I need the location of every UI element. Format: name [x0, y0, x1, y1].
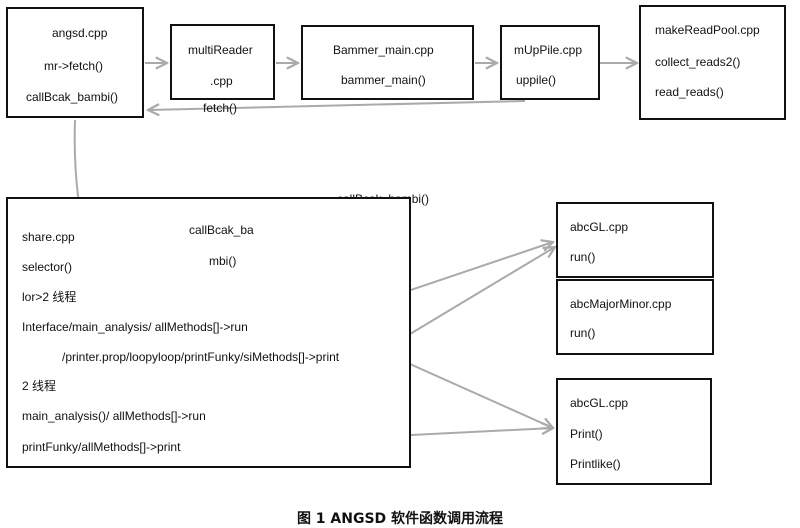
majorminor-function: run() — [570, 326, 596, 340]
share-thread-cond-2: 2 线程 — [22, 379, 57, 393]
angsd-callback-call: callBcak_bambi() — [26, 90, 119, 104]
multireader-name: multiReader — [188, 43, 253, 57]
mupile-function: uppile() — [516, 73, 557, 87]
angsd-fetch-call: mr->fetch() — [44, 59, 104, 73]
share-callback-label-2: mbi() — [209, 254, 237, 268]
figure-caption: 图 1 ANGSD 软件函数调用流程 — [296, 511, 504, 527]
multireader-box: multiReader .cpp — [170, 24, 275, 100]
arrow-printer-to-abcgl2 — [391, 355, 553, 428]
bammer-box: Bammer_main.cpp bammer_main() — [301, 25, 474, 100]
share-selector: selector() — [22, 260, 73, 274]
bammer-function: bammer_main() — [341, 73, 426, 87]
abcgl-run-function: run() — [570, 250, 596, 264]
abcgl-print-function: Print() — [570, 427, 603, 441]
share-callback-label-1: callBcak_ba — [189, 223, 254, 237]
makereadpool-filename: makeReadPool.cpp — [655, 23, 760, 37]
angsd-filename: angsd.cpp — [52, 26, 108, 40]
share-interface-run: Interface/main_analysis/ allMethods[]->r… — [22, 320, 248, 334]
share-box: callBcak_ba mbi() share.cpp selector() l… — [6, 197, 411, 468]
mupile-filename: mUpPile.cpp — [514, 43, 583, 57]
share-printfunky-print: printFunky/allMethods[]->print — [22, 440, 181, 454]
abcgl-run-box: abcGL.cpp run() — [556, 202, 714, 278]
fetch-label: fetch() — [203, 101, 238, 115]
angsd-box: angsd.cpp mr->fetch() callBcak_bambi() — [6, 7, 144, 118]
arrow-fetch-return — [148, 100, 526, 110]
majorminor-box: abcMajorMinor.cpp run() — [556, 279, 714, 355]
makereadpool-collect: collect_reads2() — [655, 55, 741, 69]
abcgl-print-filename: abcGL.cpp — [570, 396, 629, 410]
makereadpool-read: read_reads() — [655, 85, 724, 99]
abcgl-run-filename: abcGL.cpp — [570, 220, 629, 234]
majorminor-filename: abcMajorMinor.cpp — [570, 297, 672, 311]
share-main-analysis-run: main_analysis()/ allMethods[]->run — [22, 409, 206, 423]
multireader-ext: .cpp — [210, 74, 233, 88]
share-printer-print: /printer.prop/loopyloop/printFunky/siMet… — [62, 350, 340, 364]
share-filename: share.cpp — [22, 230, 75, 244]
abcgl-print-box: abcGL.cpp Print() Printlike() — [556, 378, 712, 485]
mupile-box: mUpPile.cpp uppile() — [500, 25, 600, 100]
abcgl-printlike-function: Printlike() — [570, 457, 621, 471]
bammer-filename: Bammer_main.cpp — [333, 43, 434, 57]
share-thread-cond-1: lor>2 线程 — [22, 290, 77, 304]
makereadpool-box: makeReadPool.cpp collect_reads2() read_r… — [639, 5, 786, 120]
